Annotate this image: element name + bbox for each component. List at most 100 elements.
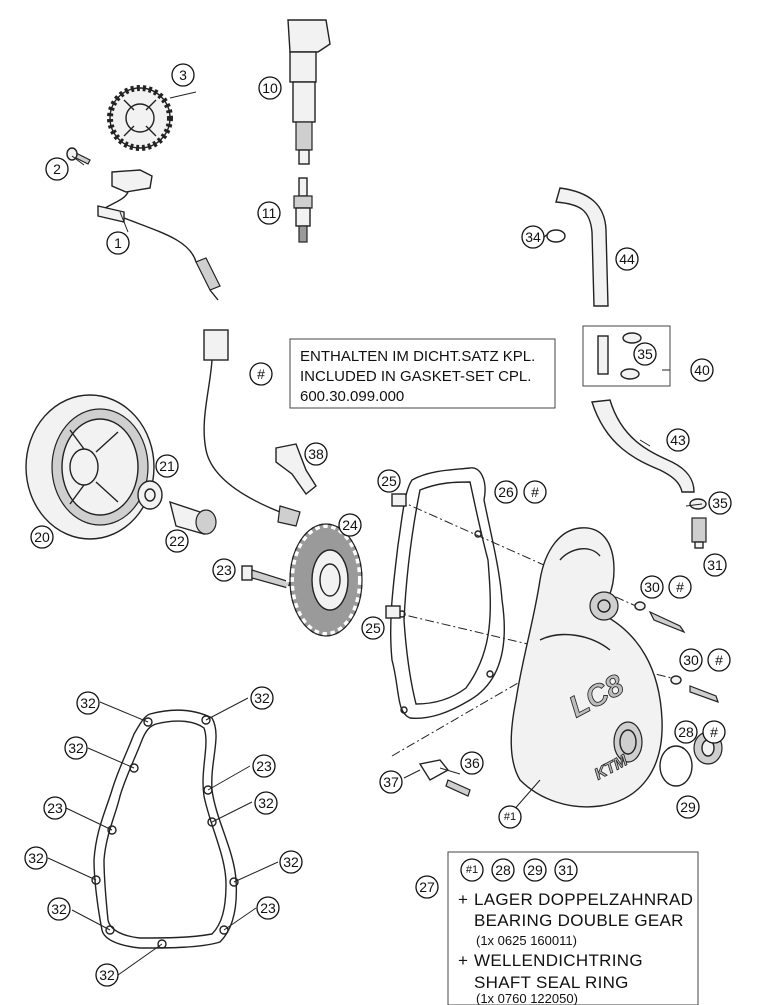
- callout-32: 32: [76, 691, 100, 715]
- callout-23: 23: [43, 796, 67, 820]
- gasket-note-line1: ENTHALTEN IM DICHT.SATZ KPL.: [300, 348, 535, 365]
- clip-part-36: [418, 759, 450, 781]
- svg-text:32: 32: [254, 690, 270, 706]
- gasket-note-marker: #: [249, 362, 273, 386]
- callout-32: 32: [47, 897, 71, 921]
- callout-36: 36: [460, 751, 484, 775]
- svg-text:23: 23: [260, 900, 276, 916]
- callout-43: 43: [666, 428, 690, 452]
- callout-32: 32: [279, 850, 303, 874]
- svg-text:11: 11: [262, 205, 277, 221]
- callout-32: 32: [24, 846, 48, 870]
- svg-text:29: 29: [680, 799, 696, 815]
- assembly-line: [391, 675, 531, 757]
- callout-32: 32: [95, 963, 119, 987]
- svg-text:32: 32: [68, 740, 84, 756]
- callout-1-cover: #1: [498, 805, 522, 829]
- svg-text:23: 23: [256, 758, 272, 774]
- bearing-ref-29: 29: [523, 858, 547, 882]
- bearing-note-plus-1: +: [458, 890, 468, 909]
- bearing-note-en-2: SHAFT SEAL RING: [474, 973, 629, 992]
- callout-21: 21: [155, 454, 179, 478]
- svg-text:28: 28: [678, 724, 694, 740]
- bearing-note-de-2: WELLENDICHTRING: [474, 951, 643, 970]
- svg-text:36: 36: [464, 755, 480, 771]
- callout-26: 26: [494, 480, 518, 504]
- svg-text:#: #: [676, 579, 684, 595]
- callout-32: 32: [254, 791, 278, 815]
- callout-1: 1: [106, 231, 130, 255]
- breather-hose-part: [555, 187, 609, 307]
- callout-31: 31: [703, 553, 727, 577]
- svg-text:21: 21: [159, 458, 175, 474]
- svg-text:24: 24: [342, 517, 358, 533]
- cover-gasket-part: [390, 467, 505, 720]
- callout-30-top-hash: #: [668, 575, 692, 599]
- callout-30-bottom-hash: #: [707, 648, 731, 672]
- callout-35: 35: [708, 491, 732, 515]
- bearing-note-plus-2: +: [458, 951, 468, 970]
- svg-text:32: 32: [80, 695, 96, 711]
- callout-3: 3: [171, 63, 195, 87]
- callout-30-top: 30: [640, 575, 664, 599]
- callout-40: 40: [690, 358, 714, 382]
- svg-text:32: 32: [99, 967, 115, 983]
- svg-text:38: 38: [308, 446, 324, 462]
- svg-text:35: 35: [637, 346, 653, 362]
- rotor-flywheel-part: [25, 394, 155, 540]
- leader-lines: [47, 91, 703, 976]
- bearing-note-qty-2: (1x 0760 122050): [476, 991, 578, 1005]
- svg-text:#1: #1: [466, 864, 478, 876]
- stator-part: [286, 520, 366, 640]
- gasket-note-line3: 600.30.099.000: [300, 388, 404, 405]
- callout-11: 11: [257, 201, 281, 225]
- svg-text:32: 32: [258, 795, 274, 811]
- svg-text:32: 32: [283, 854, 299, 870]
- nipple-part-31: [691, 517, 707, 549]
- svg-text:#: #: [257, 366, 265, 382]
- gasket-set-note: ENTHALTEN IM DICHT.SATZ KPL. INCLUDED IN…: [289, 338, 556, 409]
- svg-text:27: 27: [419, 879, 435, 895]
- callout-24: 24: [338, 513, 362, 537]
- svg-text:34: 34: [525, 229, 541, 245]
- callout-23: 23: [212, 558, 236, 582]
- spark-plug-part: [293, 177, 313, 243]
- ignition-coil-part: [287, 19, 331, 165]
- gasket-note-line2: INCLUDED IN GASKET-SET CPL.: [300, 368, 531, 385]
- svg-text:#: #: [531, 484, 539, 500]
- callout-23: 23: [252, 754, 276, 778]
- screw-part-2: [66, 147, 91, 165]
- svg-text:28: 28: [495, 862, 511, 878]
- svg-text:25: 25: [365, 620, 381, 636]
- bearing-note-de-1: LAGER DOPPELZAHNRAD: [474, 890, 693, 909]
- callout-34: 34: [521, 225, 545, 249]
- hose-part-43: [591, 399, 695, 493]
- screw-part-30: [634, 601, 686, 634]
- svg-text:30: 30: [644, 579, 660, 595]
- svg-text:2: 2: [53, 161, 61, 177]
- bearing-ref-31: 31: [554, 858, 578, 882]
- callout-28: 28: [674, 720, 698, 744]
- stator-cable-part: [203, 329, 301, 527]
- callout-23: 23: [256, 896, 280, 920]
- cover-gasket-large: [91, 709, 239, 949]
- svg-text:23: 23: [216, 562, 232, 578]
- callout-28-hash: #: [702, 720, 726, 744]
- svg-text:30: 30: [683, 652, 699, 668]
- svg-text:31: 31: [707, 557, 723, 573]
- o-ring-part-28: [659, 745, 693, 787]
- callout-22: 22: [165, 529, 189, 553]
- bearing-note-en-1: BEARING DOUBLE GEAR: [474, 911, 684, 930]
- svg-text:20: 20: [34, 529, 50, 545]
- svg-text:#: #: [710, 724, 718, 740]
- callout-35-box: 35: [633, 342, 657, 366]
- bushing-part-22: [169, 500, 217, 535]
- callout-44: 44: [615, 247, 639, 271]
- screw-part-37: [445, 779, 471, 797]
- svg-text:32: 32: [51, 901, 67, 917]
- svg-text:37: 37: [383, 774, 399, 790]
- screw-part-23: [241, 565, 291, 589]
- callout-37: 37: [379, 770, 403, 794]
- bearing-note-qty-1: (1x 0625 160011): [476, 933, 577, 948]
